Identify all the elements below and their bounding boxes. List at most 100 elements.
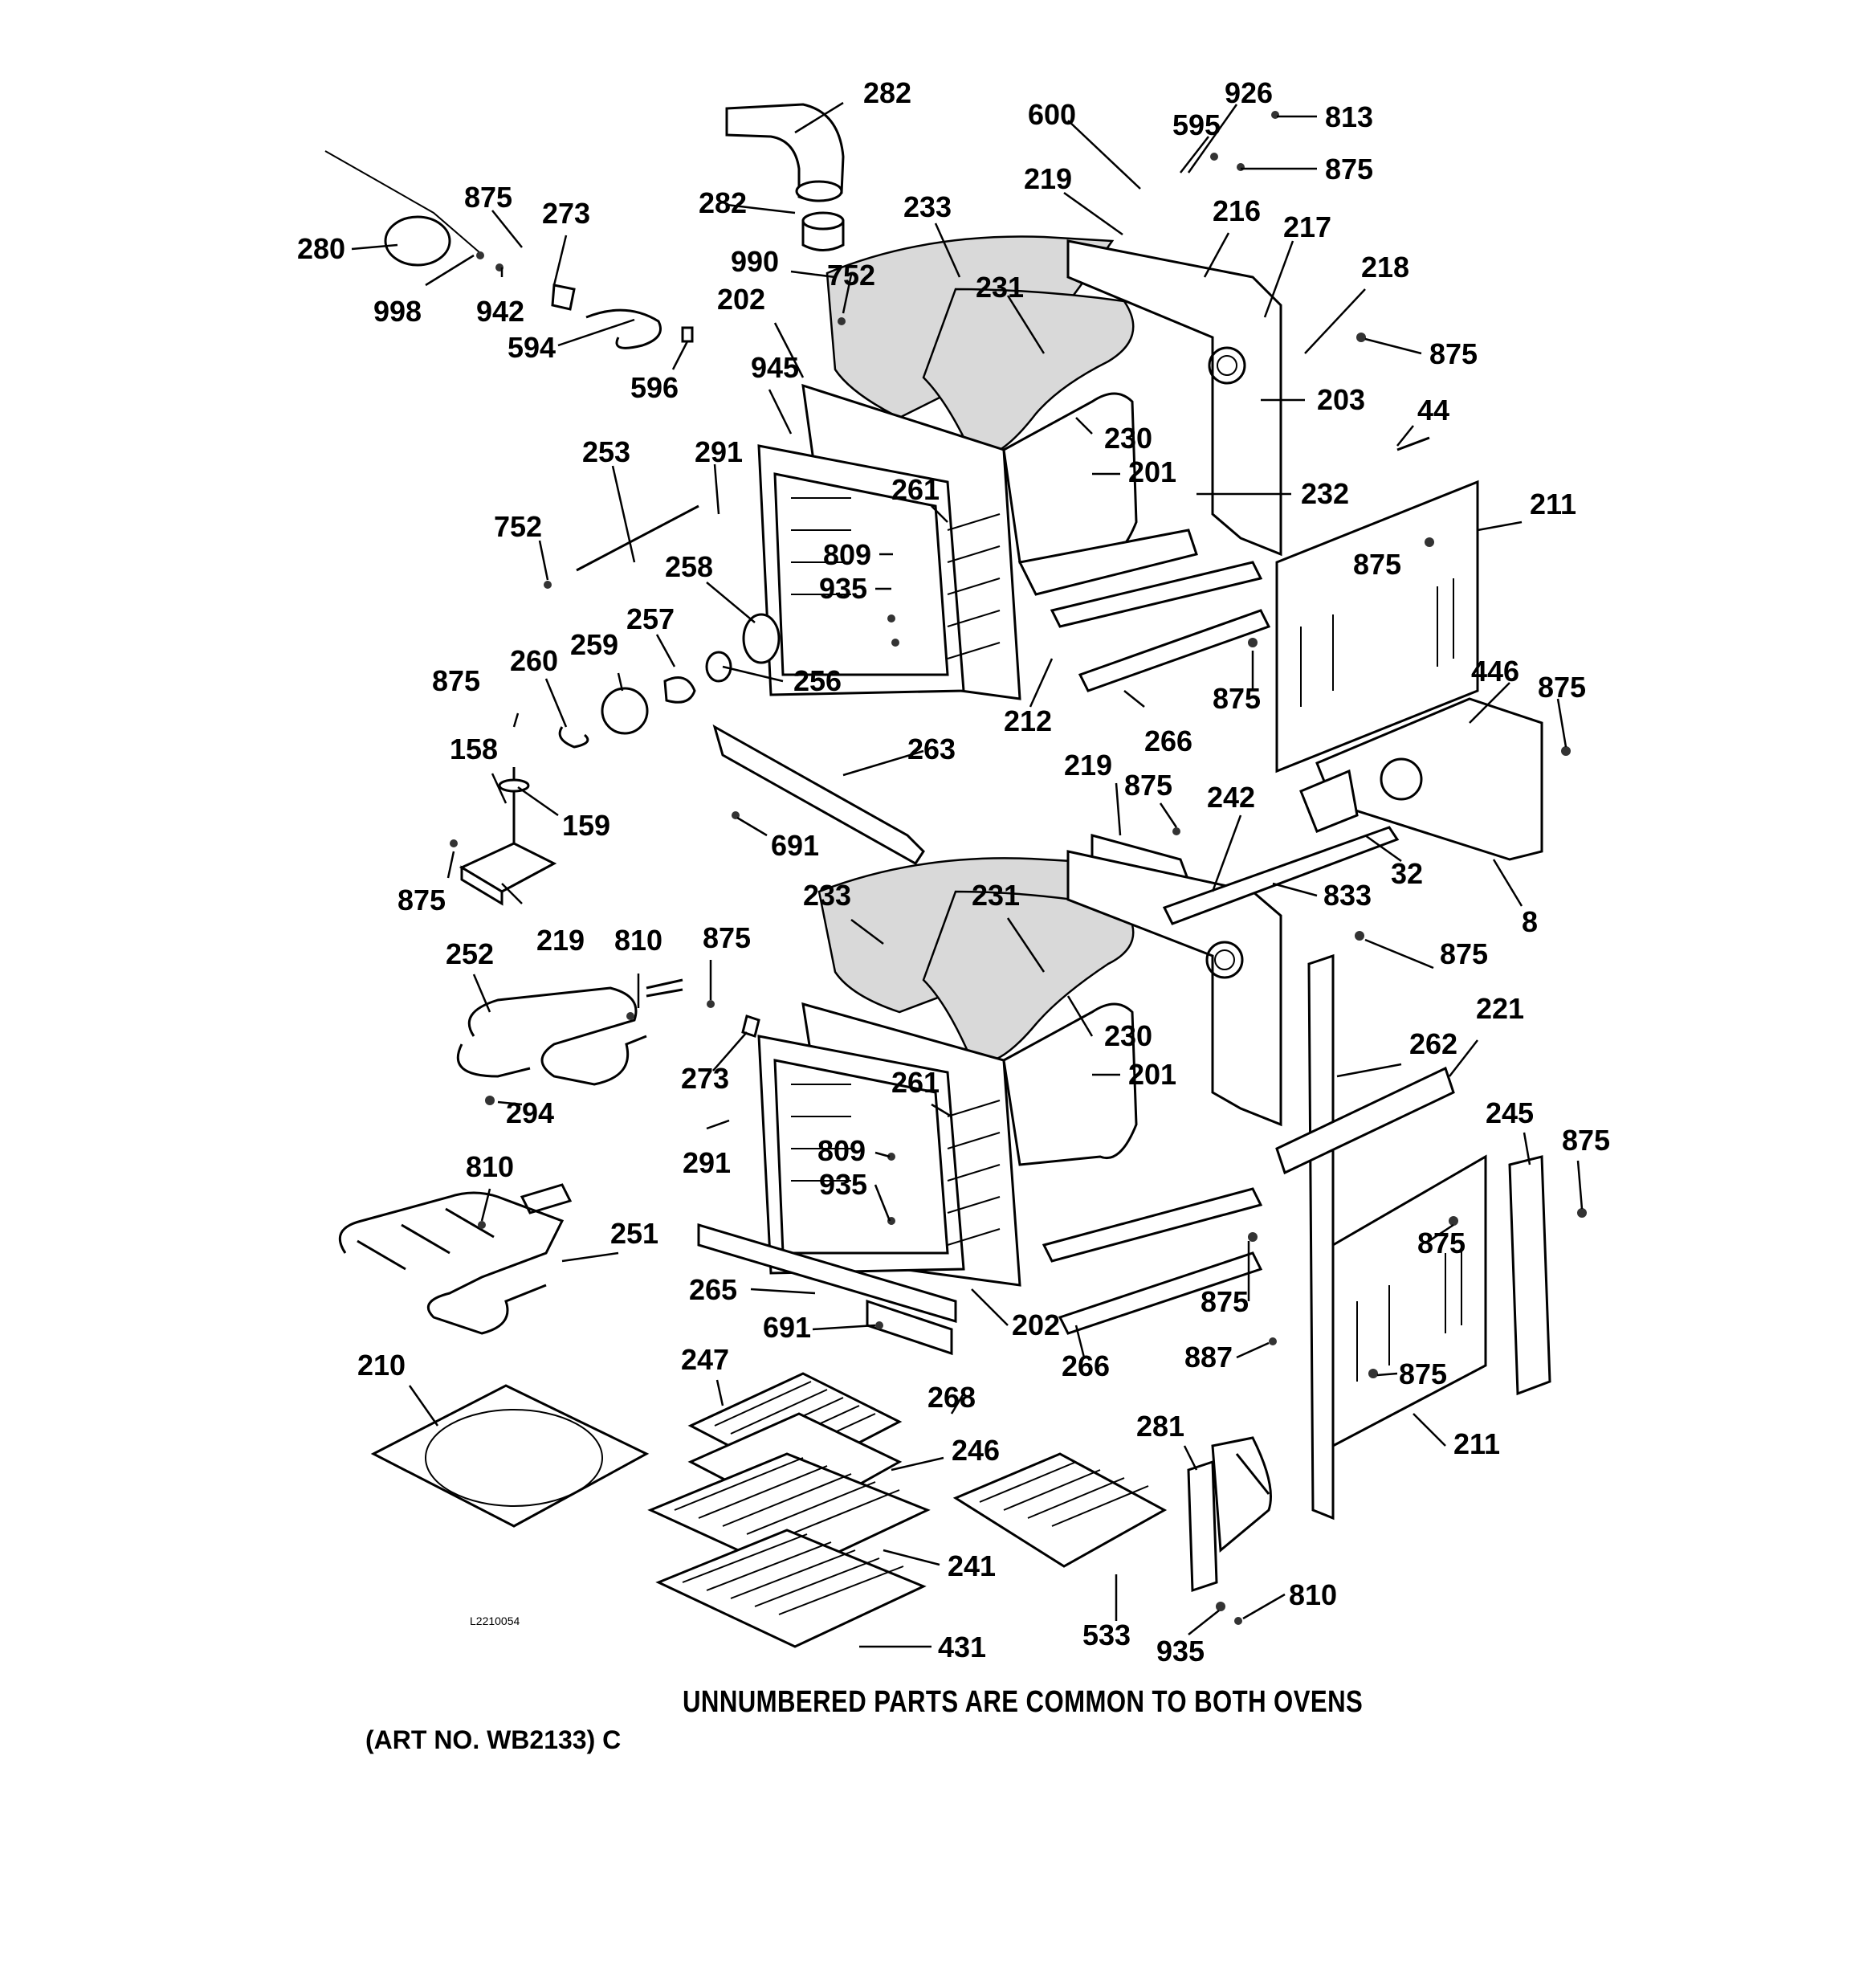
part-label: 231 bbox=[972, 879, 1020, 912]
part-label: 273 bbox=[681, 1062, 729, 1095]
part-label: 251 bbox=[610, 1217, 658, 1250]
part-label: 230 bbox=[1104, 1019, 1152, 1052]
part-label: 810 bbox=[614, 924, 662, 957]
part-label: 217 bbox=[1283, 210, 1331, 243]
part-label: 596 bbox=[630, 371, 679, 404]
part-label: 810 bbox=[466, 1150, 514, 1183]
part-label: 210 bbox=[357, 1349, 406, 1382]
part-label: 263 bbox=[907, 733, 956, 765]
part-label: 875 bbox=[1417, 1227, 1466, 1259]
part-label: 595 bbox=[1172, 108, 1221, 141]
part-label: 273 bbox=[542, 197, 590, 230]
part-label: 833 bbox=[1323, 879, 1372, 912]
part-label: 261 bbox=[891, 473, 940, 506]
part-label: 262 bbox=[1409, 1027, 1457, 1060]
part-label: 809 bbox=[817, 1134, 866, 1167]
part-label: 875 bbox=[1325, 153, 1373, 186]
part-label: 281 bbox=[1136, 1410, 1184, 1443]
part-label: 942 bbox=[476, 295, 524, 328]
part-label: 201 bbox=[1128, 455, 1176, 488]
upper-oven-cavity bbox=[725, 103, 1543, 861]
part-label: 282 bbox=[699, 186, 747, 219]
part-label: 813 bbox=[1325, 100, 1373, 133]
part-label: 259 bbox=[570, 628, 618, 661]
part-label: 252 bbox=[446, 937, 494, 970]
part-label: 216 bbox=[1213, 194, 1261, 227]
part-label: 752 bbox=[494, 510, 542, 543]
part-label: 219 bbox=[1024, 162, 1072, 195]
part-label: 8 bbox=[1522, 905, 1538, 938]
part-label: 241 bbox=[948, 1549, 996, 1582]
part-label: 245 bbox=[1486, 1096, 1534, 1129]
part-label: 260 bbox=[510, 644, 558, 677]
part-label: 935 bbox=[1156, 1635, 1205, 1668]
part-label: 875 bbox=[1201, 1285, 1249, 1318]
part-label: 935 bbox=[819, 572, 867, 605]
part-label: 253 bbox=[582, 435, 630, 468]
part-label: 691 bbox=[771, 829, 819, 862]
part-label: 887 bbox=[1184, 1341, 1233, 1374]
part-label: 998 bbox=[373, 295, 422, 328]
part-label: 158 bbox=[450, 733, 498, 765]
part-label: 219 bbox=[536, 924, 585, 957]
part-label: 218 bbox=[1361, 251, 1409, 284]
part-label: 265 bbox=[689, 1273, 737, 1306]
part-label: 242 bbox=[1207, 781, 1255, 814]
part-label: 291 bbox=[695, 435, 743, 468]
part-label: 926 bbox=[1225, 76, 1273, 109]
part-label: 875 bbox=[1562, 1124, 1610, 1157]
part-label: 875 bbox=[1399, 1357, 1447, 1390]
part-label: 431 bbox=[938, 1631, 986, 1663]
figure-code: L2210054 bbox=[470, 1614, 520, 1627]
part-label: 691 bbox=[763, 1311, 811, 1344]
part-label: 44 bbox=[1417, 394, 1449, 427]
part-label: 247 bbox=[681, 1343, 729, 1376]
part-label: 875 bbox=[1429, 337, 1478, 370]
part-label: 875 bbox=[464, 181, 512, 214]
part-label: 446 bbox=[1471, 655, 1519, 688]
part-label: 280 bbox=[297, 232, 345, 265]
part-label: 257 bbox=[626, 602, 675, 635]
part-label: 990 bbox=[731, 245, 779, 278]
part-label: 752 bbox=[827, 259, 875, 292]
part-label: 233 bbox=[803, 879, 851, 912]
part-label: 875 bbox=[432, 664, 480, 697]
part-label: 258 bbox=[665, 550, 713, 583]
part-label: 282 bbox=[863, 76, 911, 109]
footer-note: UNNUMBERED PARTS ARE COMMON TO BOTH OVEN… bbox=[683, 1685, 1364, 1719]
part-label: 875 bbox=[1353, 548, 1401, 581]
part-label: 875 bbox=[703, 921, 751, 954]
part-label: 945 bbox=[751, 351, 799, 384]
part-label: 875 bbox=[1538, 671, 1586, 704]
part-label: 261 bbox=[891, 1066, 940, 1099]
part-label: 231 bbox=[976, 271, 1024, 304]
art-number: (ART NO. WB2133) C bbox=[365, 1725, 622, 1754]
part-label: 202 bbox=[717, 283, 765, 316]
part-label: 294 bbox=[506, 1096, 554, 1129]
part-label: 875 bbox=[1213, 682, 1261, 715]
heating-elements bbox=[338, 978, 760, 1335]
part-label: 212 bbox=[1004, 704, 1052, 737]
part-label: 266 bbox=[1062, 1349, 1110, 1382]
accessories bbox=[370, 1372, 1272, 1648]
part-label: 32 bbox=[1391, 857, 1423, 890]
part-label: 246 bbox=[952, 1434, 1000, 1467]
part-label: 875 bbox=[397, 884, 446, 916]
part-label: 232 bbox=[1301, 477, 1349, 510]
part-label: 211 bbox=[1530, 488, 1576, 520]
part-label: 875 bbox=[1440, 937, 1488, 970]
part-label: 533 bbox=[1082, 1619, 1131, 1651]
leader-lines bbox=[351, 101, 1584, 1648]
part-label: 233 bbox=[903, 190, 952, 223]
part-label: 211 bbox=[1453, 1427, 1500, 1460]
part-label: 203 bbox=[1317, 383, 1365, 416]
part-label: 600 bbox=[1028, 98, 1076, 131]
part-label: 230 bbox=[1104, 422, 1152, 455]
part-labels: 282 282 990 752 233 231 202 945 600 219 … bbox=[297, 76, 1610, 1668]
part-label: 202 bbox=[1012, 1308, 1060, 1341]
part-label: 256 bbox=[793, 664, 842, 697]
part-label: 935 bbox=[819, 1168, 867, 1201]
part-label: 221 bbox=[1476, 992, 1524, 1025]
part-label: 291 bbox=[683, 1146, 731, 1179]
